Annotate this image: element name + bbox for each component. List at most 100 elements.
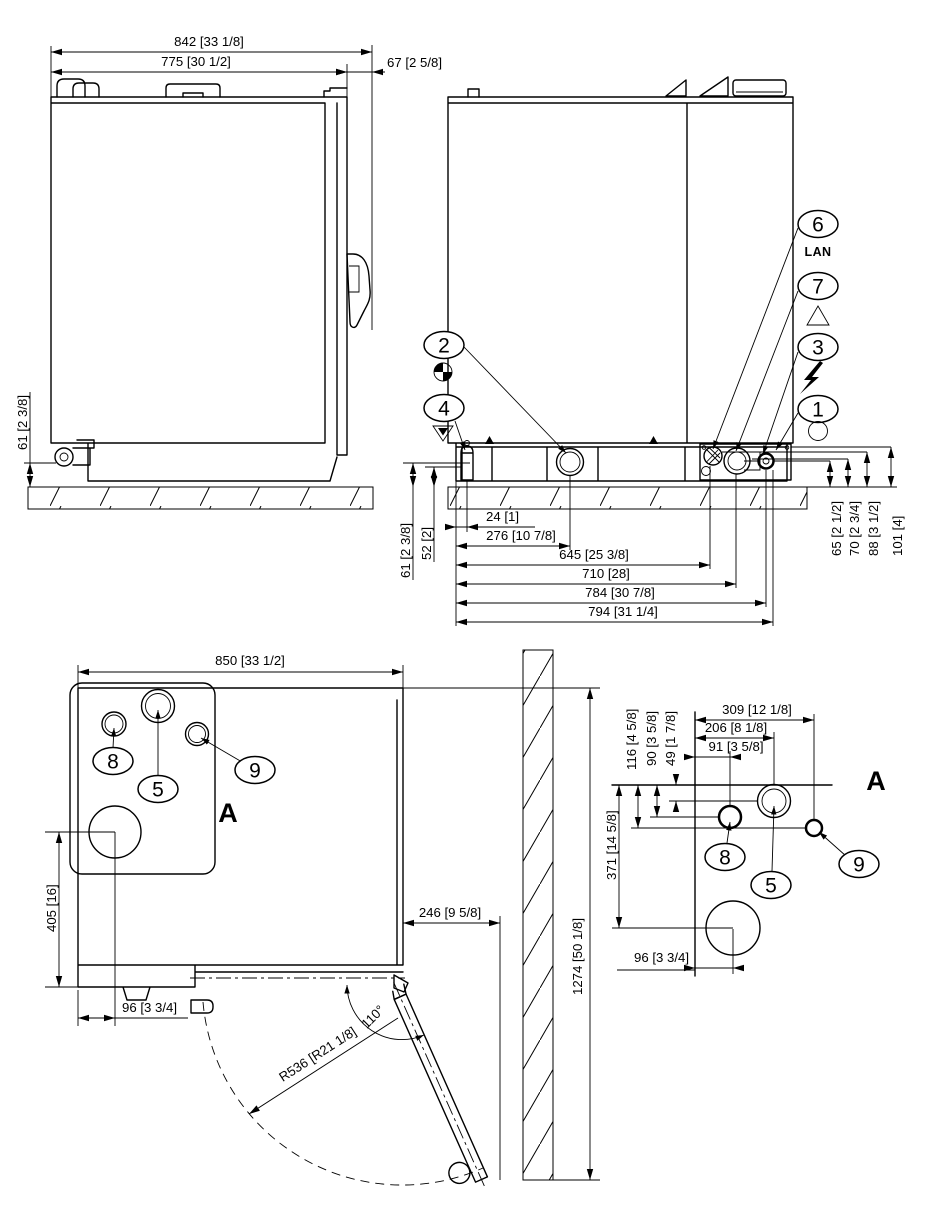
open-door xyxy=(392,981,489,1189)
circle-icon xyxy=(808,421,828,441)
callout-2-number: 2 xyxy=(438,335,450,358)
detail-dim-96: 96 [3 3/4] xyxy=(634,950,744,972)
detail-dim-91: 91 [3 5/8] xyxy=(684,739,764,761)
side-dim-61-label: 61 [2 3/8] xyxy=(15,395,30,450)
door-angle-label: 110° xyxy=(358,1002,387,1031)
detail-dim-206: 206 [8 1/8] xyxy=(695,720,774,742)
side-dim-775-label: 775 [30 1/2] xyxy=(161,54,231,69)
plan-callout-5-number: 5 xyxy=(152,779,164,802)
rear-connection-panel xyxy=(699,443,792,481)
detail-hole-9 xyxy=(804,818,824,838)
rear-dim-88-label: 88 [3 1/2] xyxy=(866,501,881,556)
side-drain-fitting xyxy=(54,439,95,467)
detail-dim-49-label: 49 [1 7/8] xyxy=(663,711,678,766)
callout-7: 7 xyxy=(735,271,839,452)
plan-callout-9-number: 9 xyxy=(249,760,261,783)
center-of-gravity-icon xyxy=(433,362,453,382)
rear-dim-52: 52 [2] xyxy=(419,467,438,560)
plan-dim-850-label: 850 [33 1/2] xyxy=(215,653,285,668)
detail-area-boundary xyxy=(69,682,216,875)
door-handle-knob xyxy=(448,1161,471,1185)
plan-dim-405: 405 [16] xyxy=(44,831,116,1026)
rear-dim-24: 24 [1] xyxy=(445,509,535,531)
plan-dim-1274-label: 1274 [50 1/8] xyxy=(570,918,585,995)
plan-dim-246: 246 [9 5/8] xyxy=(403,905,501,1180)
rear-view-outline xyxy=(447,76,794,482)
floor-hatch-side xyxy=(27,486,374,510)
drain-icon xyxy=(432,425,454,442)
side-dim-61: 61 [2 3/8] xyxy=(15,392,56,487)
callout-4: 4 xyxy=(423,393,466,451)
rear-top-unit xyxy=(732,79,787,97)
rear-dim-794: 794 [31 1/4] xyxy=(456,604,773,626)
rear-dim-52-label: 52 [2] xyxy=(419,527,434,560)
detail-callout-8: 8 xyxy=(704,821,746,872)
side-dim-67: 67 [2 5/8] xyxy=(336,55,442,76)
callout-2: 2 xyxy=(423,330,567,454)
plan-dim-850: 850 [33 1/2] xyxy=(77,653,404,688)
callout-3-number: 3 xyxy=(812,337,824,360)
electrical-connector xyxy=(757,452,775,470)
detail-dim-90-label: 90 [3 5/8] xyxy=(644,711,659,766)
detail-callout-5: 5 xyxy=(750,805,792,900)
detail-dim-206-label: 206 [8 1/8] xyxy=(705,720,767,735)
rear-dim-276: 276 [10 7/8] xyxy=(456,528,570,550)
plan-callout-9: 9 xyxy=(200,737,276,785)
rear-dim-710-label: 710 [28] xyxy=(582,566,630,581)
detail-reference-lines xyxy=(611,711,833,977)
door-radius: R536 [R21 1/8] xyxy=(248,1017,399,1115)
callout-1-number: 1 xyxy=(812,399,824,422)
rear-dim-276-label: 276 [10 7/8] xyxy=(486,528,556,543)
detail-dim-371-label: 371 [14 5/8] xyxy=(604,810,619,880)
rear-dim-24-label: 24 [1] xyxy=(486,509,519,524)
detail-callout-5-number: 5 xyxy=(765,875,777,898)
rear-dim-784-label: 784 [30 7/8] xyxy=(585,585,655,600)
callout-6: 6 LAN xyxy=(712,209,839,450)
side-door-handle xyxy=(346,253,371,329)
rear-dim-61-label: 61 [2 3/8] xyxy=(398,523,413,578)
detail-dim-116-label: 116 [4 5/8] xyxy=(624,709,639,770)
detail-label-a: A xyxy=(866,766,886,796)
detail-callout-9-number: 9 xyxy=(853,854,865,877)
detail-dim-49: 49 [1 7/8] xyxy=(663,711,680,812)
rear-dim-101-label: 101 [4] xyxy=(890,516,905,556)
rear-drain-connector xyxy=(555,447,585,477)
rear-dim-70-label: 70 [2 3/4] xyxy=(847,501,862,556)
side-dim-775: 775 [30 1/2] xyxy=(51,54,348,97)
detail-dim-309: 309 [12 1/8] xyxy=(695,702,814,724)
detail-callout-9: 9 xyxy=(818,831,880,879)
detail-dim-96-label: 96 [3 3/4] xyxy=(634,950,689,965)
rear-dim-794-label: 794 [31 1/4] xyxy=(588,604,658,619)
rear-dim-645-label: 645 [25 3/8] xyxy=(559,547,629,562)
vent-triangle-icon xyxy=(806,305,830,326)
detail-view-a: 309 [12 1/8] 206 [8 1/8] 91 [3 5/8] 116 … xyxy=(604,702,886,977)
side-dim-67-label: 67 [2 5/8] xyxy=(387,55,442,70)
detail-dim-116: 116 [4 5/8] xyxy=(624,709,642,828)
side-view: 842 [33 1/8] 775 [30 1/2] 67 [2 5/8] 61 … xyxy=(15,34,442,510)
detail-callout-8-number: 8 xyxy=(719,847,731,870)
door-radius-label: R536 [R21 1/8] xyxy=(276,1024,359,1085)
rear-dim-61: 61 [2 3/8] xyxy=(398,463,417,578)
lightning-icon xyxy=(800,361,823,394)
rear-dim-65-label: 65 [2 1/2] xyxy=(829,501,844,556)
rear-view: 2 4 6 LAN 7 xyxy=(398,76,905,626)
plan-callout-8-number: 8 xyxy=(107,751,119,774)
side-dim-842-label: 842 [33 1/8] xyxy=(174,34,244,49)
rear-top-fittings xyxy=(467,76,729,98)
lan-label: LAN xyxy=(805,245,832,259)
side-dim-842: 842 [33 1/8] xyxy=(50,34,373,330)
plan-outline xyxy=(69,682,409,1014)
rear-right-dims: 65 [2 1/2] 70 [2 3/4] 88 [3 1/2] 101 [4] xyxy=(722,446,905,556)
side-view-outline xyxy=(50,78,371,482)
plan-view: 110° R536 [R21 1/8] 8 5 9 A 850 [33 1/2] xyxy=(44,649,600,1189)
callout-4-number: 4 xyxy=(438,398,450,421)
detail-dim-371: 371 [14 5/8] xyxy=(604,785,623,928)
callout-1: 1 xyxy=(775,394,839,451)
plan-dim-246-label: 246 [9 5/8] xyxy=(419,905,481,920)
side-top-fittings xyxy=(56,78,348,98)
plan-dim-96-label: 96 [3 3/4] xyxy=(122,1000,177,1015)
rear-dim-710: 710 [28] xyxy=(456,566,736,588)
plan-callout-8: 8 xyxy=(92,727,134,776)
